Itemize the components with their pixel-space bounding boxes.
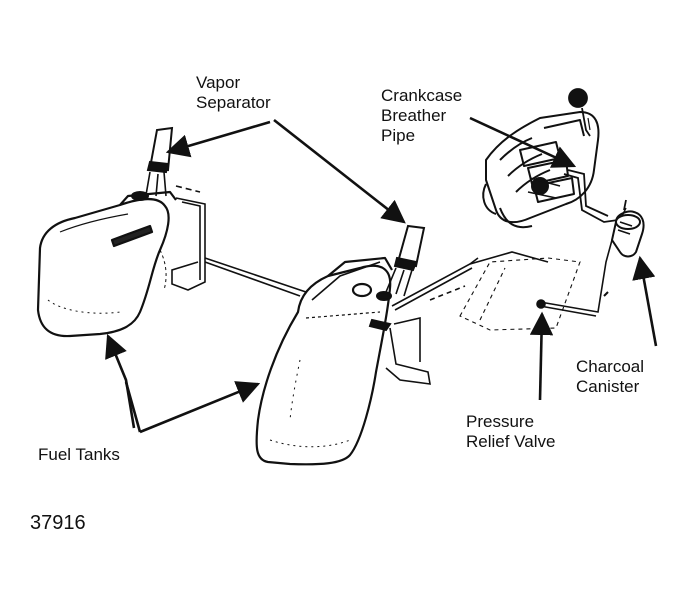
- label-pressure-line2: Relief Valve: [466, 432, 556, 451]
- label-fuel-tanks: Fuel Tanks: [38, 445, 120, 465]
- leader-arrows: [105, 116, 658, 434]
- vent-lines: [391, 235, 625, 317]
- left-vapor-separator: [131, 126, 174, 201]
- label-charcoal-canister: Charcoal Canister: [576, 357, 644, 397]
- label-pressure-relief-valve: Pressure Relief Valve: [466, 412, 555, 452]
- label-charcoal-line1: Charcoal: [576, 357, 645, 376]
- left-fuel-tank: [36, 190, 177, 338]
- label-fuel-tanks-text: Fuel Tanks: [38, 445, 120, 464]
- label-crankcase-line1: Crankcase: [381, 86, 463, 105]
- left-bracket-lines: [171, 185, 313, 297]
- label-vapor-separator-line1: Vapor: [196, 73, 241, 92]
- right-bracket: [311, 261, 431, 385]
- label-pressure-line1: Pressure: [466, 412, 535, 431]
- label-crankcase-breather-pipe: Crankcase Breather Pipe: [381, 86, 462, 146]
- charcoal-canister: [610, 207, 645, 258]
- label-vapor-separator: Vapor Separator: [196, 73, 271, 113]
- right-fuel-tank: [255, 256, 393, 466]
- label-crankcase-line2: Breather: [381, 106, 447, 125]
- floor-pan-outline: [459, 257, 581, 331]
- label-charcoal-line2: Canister: [576, 377, 640, 396]
- label-vapor-separator-line2: Separator: [196, 93, 271, 112]
- figure-number: 37916: [30, 512, 86, 534]
- right-vapor-separator: [368, 224, 426, 332]
- crankcase-breather-pipe: [563, 88, 627, 223]
- label-crankcase-line3: Pipe: [381, 126, 416, 145]
